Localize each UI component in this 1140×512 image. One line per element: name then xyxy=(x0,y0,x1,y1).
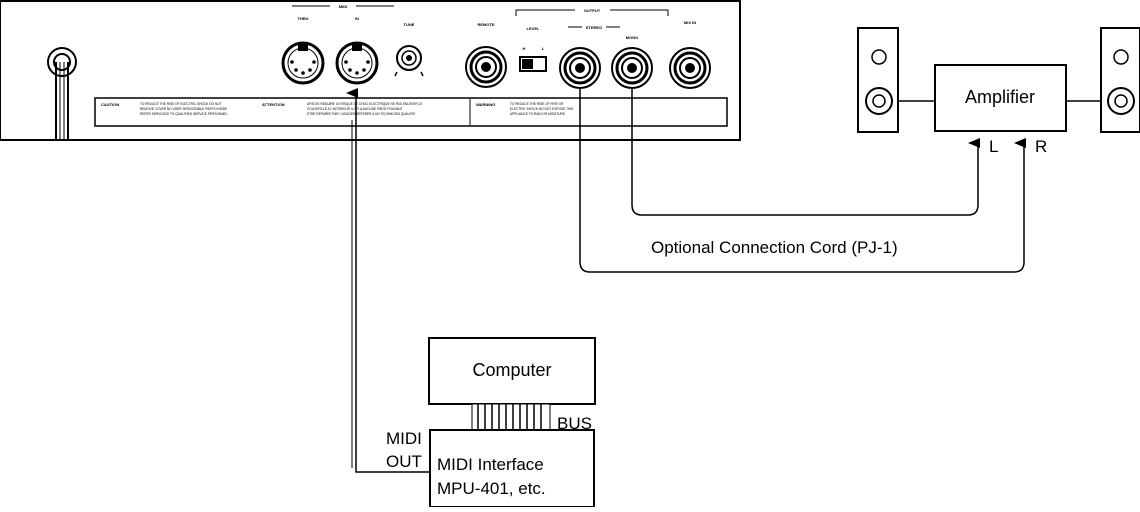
cord-label: Optional Connection Cord (PJ-1) xyxy=(651,238,898,257)
midi-cable xyxy=(346,88,430,473)
level-high-label: H xyxy=(523,46,526,51)
mix-in-label: MIX IN xyxy=(684,20,696,25)
midi-interface: MIDI Interface MPU-401, etc. xyxy=(429,429,595,508)
midi-in-jack-icon xyxy=(335,41,379,85)
level-label: LEVEL xyxy=(527,26,540,31)
caution-text-2: REMOVE COVER NO USER SERVICEABLE PARTS I… xyxy=(140,107,227,111)
mono-label: MONO xyxy=(626,35,638,40)
power-cord-icon xyxy=(47,47,77,140)
warning-text-3: APPLIANCE TO RAIN OR MOISTURE xyxy=(510,112,565,116)
attention-text-2: COUVERCLE A L'INTERIEUR IL N'Y A AUCUNE … xyxy=(307,107,403,111)
caution-title: CAUTION xyxy=(101,102,119,107)
output-mono-jack-icon xyxy=(611,47,653,89)
computer: Computer xyxy=(428,337,596,405)
midi-interface-label-1: MIDI Interface xyxy=(437,455,544,474)
midi-in-label: IN xyxy=(355,16,359,21)
remote-label: REMOTE xyxy=(477,22,494,27)
mono-to-left-cord xyxy=(631,88,980,216)
remote-jack-icon xyxy=(465,46,507,88)
output-stereo-jack-icon xyxy=(559,47,601,89)
warning-text-2: ELECTRIC SHOCK DO NOT EXPOSE THIS xyxy=(510,107,573,111)
caution-text-1: TO REDUCE THE RISK OF ELECTRIC SHOCK DO … xyxy=(140,102,222,106)
midi-thru-label: THRU xyxy=(297,16,308,21)
output-group-label: OUTPUT xyxy=(584,8,601,13)
warning-text-1: TO REDUCE THE RISK OF FIRE OR xyxy=(510,102,564,106)
mix-in-jack-icon xyxy=(669,47,711,89)
midi-interface-label-2: MPU-401, etc. xyxy=(437,479,546,498)
stereo-label: STEREO xyxy=(586,25,602,30)
midi-group-label: MIDI xyxy=(339,4,347,9)
tune-label: TUNE xyxy=(404,22,415,27)
bus-connector-icon xyxy=(471,403,551,431)
warning-strip: CAUTION TO REDUCE THE RISK OF ELECTRIC S… xyxy=(94,97,728,127)
tune-knob-icon xyxy=(394,45,424,77)
level-low-label: L xyxy=(542,46,545,51)
left-speaker-icon xyxy=(857,27,899,133)
caution-text-3: REFER SERVICING TO QUALIFIED SERVICE PER… xyxy=(140,112,228,116)
right-speaker-icon xyxy=(1100,27,1140,133)
warning-title: WARNING xyxy=(476,102,495,107)
computer-label: Computer xyxy=(472,360,551,380)
computer-box xyxy=(428,337,596,405)
level-switch[interactable] xyxy=(519,56,547,72)
amplifier-label: Amplifier xyxy=(965,87,1035,107)
attention-text-3: ETRE REPAREE PAR L'USAGER REFERER A UN T… xyxy=(307,112,415,116)
amplifier-box xyxy=(934,64,1067,132)
bus-label: BUS xyxy=(557,414,592,433)
amplifier-input-left-label: L xyxy=(989,137,998,156)
attention-title: ATTENTION xyxy=(262,102,285,107)
midi-out-label-2: OUT xyxy=(386,452,422,471)
stereo-to-right-cord xyxy=(579,88,1026,273)
attention-text-1: AFIN DE REDUIRE LE RISQUE DE CHOC ELECTR… xyxy=(307,102,422,106)
midi-out-label-1: MIDI xyxy=(386,429,422,448)
rear-panel: MIDI THRU IN TUNE xyxy=(0,0,741,141)
midi-thru-jack-icon xyxy=(281,41,325,85)
amplifier: Amplifier L R xyxy=(934,64,1067,156)
amplifier-input-right-label: R xyxy=(1035,137,1047,156)
